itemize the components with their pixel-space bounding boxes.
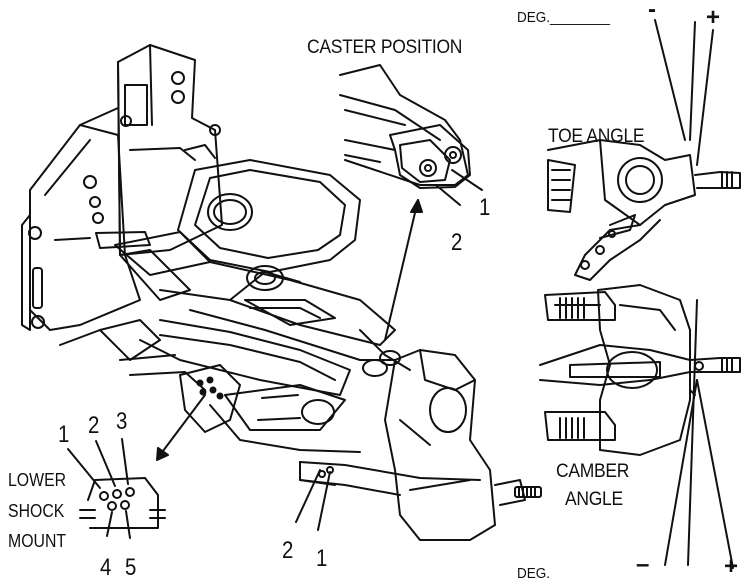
- camber-degree-field: DEG.: [517, 565, 551, 582]
- caster-number-1: 1: [479, 194, 491, 221]
- shock-mount-plate: [179, 364, 241, 433]
- bulkhead-block: [21, 44, 223, 346]
- toe-angle-label: TOE ANGLE: [548, 126, 645, 147]
- steering-arm-number-1: 1: [316, 545, 328, 572]
- camber-minus-sign: –: [636, 551, 650, 578]
- shock-mount-number-2: 2: [88, 412, 100, 439]
- callout-lines: [156, 169, 483, 531]
- caster-number-2: 2: [451, 229, 463, 256]
- camber-angle-label-line2: ANGLE: [565, 489, 623, 510]
- camber-angle-label-line1: CAMBER: [556, 461, 630, 482]
- camber-angle-inset: [539, 284, 741, 569]
- hub-carrier: [299, 349, 542, 541]
- camber-plus-sign: +: [724, 553, 739, 580]
- lower-shock-label-line3: MOUNT: [8, 531, 67, 551]
- steering-arm-number-2: 2: [282, 537, 294, 564]
- suspension-arm: [99, 159, 411, 453]
- shock-mount-number-3: 3: [116, 408, 128, 435]
- toe-plus-sign: +: [706, 4, 721, 31]
- caster-position-label: CASTER POSITION: [307, 37, 463, 58]
- shock-mount-number-4: 4: [100, 554, 112, 581]
- toe-angle-inset: [547, 19, 741, 281]
- toe-minus-sign: -: [648, 0, 656, 23]
- shock-mount-number-1: 1: [58, 421, 70, 448]
- lower-shock-label-line2: SHOCK: [8, 501, 65, 521]
- shock-mount-inset: [67, 438, 166, 539]
- lower-shock-label-line1: LOWER: [8, 470, 67, 490]
- toe-degree-field: DEG.________: [517, 9, 611, 26]
- shock-mount-number-5: 5: [125, 554, 137, 581]
- caster-detail: [339, 64, 471, 189]
